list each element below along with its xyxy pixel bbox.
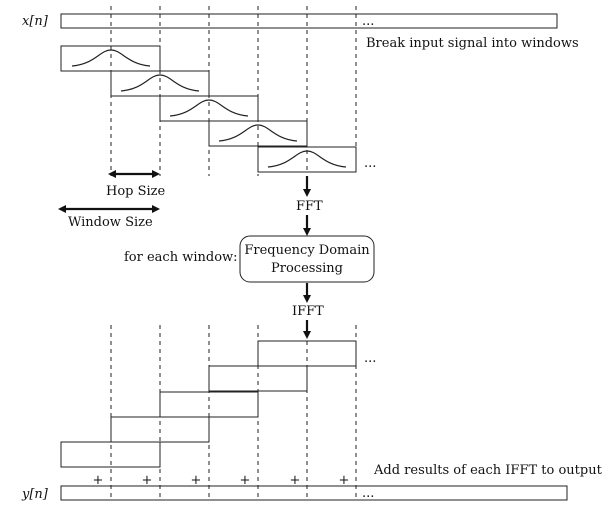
output-window-box — [60, 441, 161, 468]
plus-sign: + — [290, 473, 301, 488]
plus-signs: + + + + + + — [93, 473, 350, 488]
window-size-label: Window Size — [68, 215, 153, 230]
plus-sign: + — [339, 473, 350, 488]
fft-label: FFT — [296, 199, 323, 214]
ifft-label: IFFT — [292, 304, 324, 319]
plus-sign: + — [240, 473, 251, 488]
output-ellipsis: ... — [364, 351, 376, 366]
processing-line2: Processing — [271, 261, 343, 276]
plus-sign: + — [142, 473, 153, 488]
output-signal-ellipsis: ... — [362, 486, 374, 501]
windows-ellipsis: ... — [364, 156, 376, 171]
window-bell-curve — [169, 99, 249, 117]
output-signal-bar — [60, 485, 568, 501]
break-input-label: Break input signal into windows — [366, 36, 579, 51]
output-window-box — [208, 365, 308, 392]
window-box — [208, 120, 308, 147]
input-windows: ... — [60, 45, 376, 173]
window-bell-curve — [71, 49, 151, 67]
plus-sign: + — [191, 473, 202, 488]
window-box — [257, 146, 357, 173]
input-ellipsis: ... — [362, 14, 374, 29]
output-windows: ... — [60, 340, 376, 468]
window-bell-curve — [218, 124, 298, 142]
processing-box — [239, 235, 375, 283]
input-signal-bar — [60, 13, 558, 29]
hop-size-label: Hop Size — [106, 184, 166, 199]
window-bell-curve — [120, 74, 200, 92]
plus-sign: + — [93, 473, 104, 488]
y-signal-label: y[n] — [21, 487, 49, 502]
for-each-window-label: for each window: — [124, 250, 238, 265]
x-signal-label: x[n] — [22, 14, 49, 29]
window-bell-curve — [267, 150, 347, 168]
processing-line1: Frequency Domain — [244, 243, 370, 258]
add-results-label: Add results of each IFFT to output — [373, 463, 603, 478]
